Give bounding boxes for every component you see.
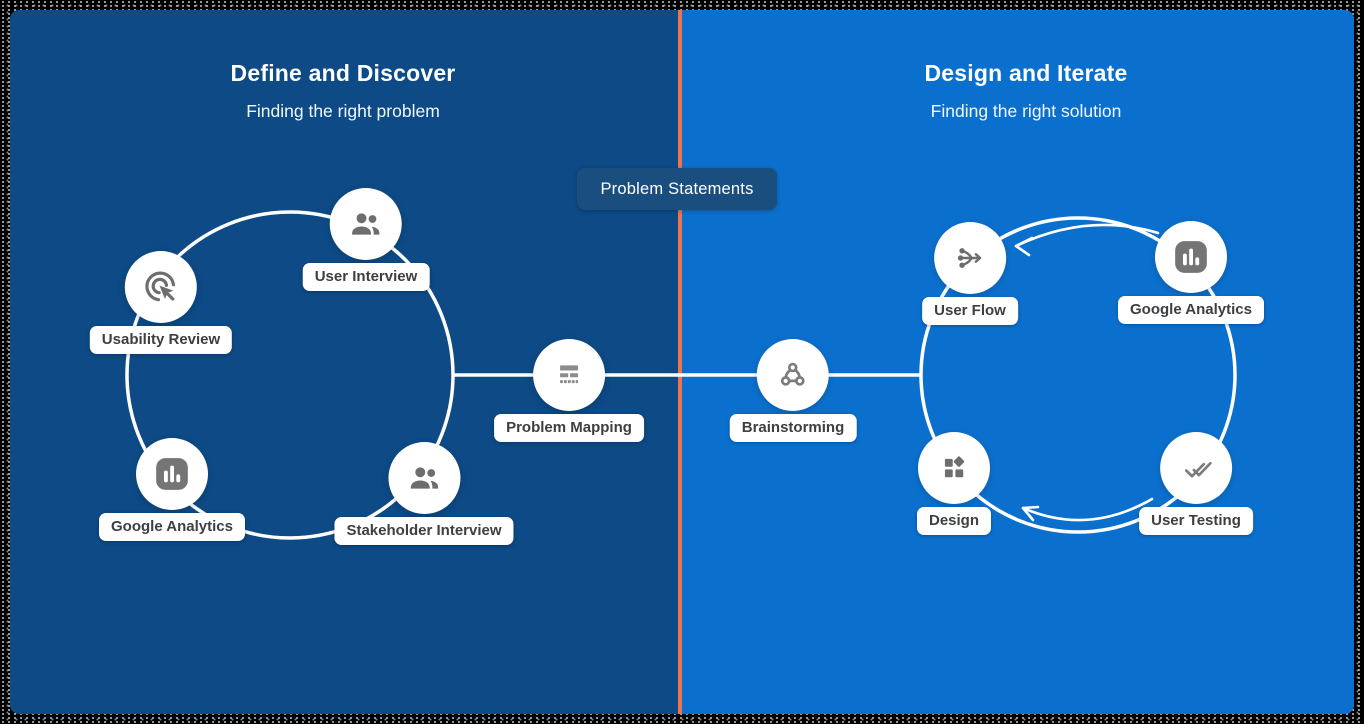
divider-line — [678, 10, 682, 714]
panel-design-iterate — [682, 10, 1354, 714]
diagram-card — [10, 10, 1354, 714]
panel-define-discover — [10, 10, 678, 714]
